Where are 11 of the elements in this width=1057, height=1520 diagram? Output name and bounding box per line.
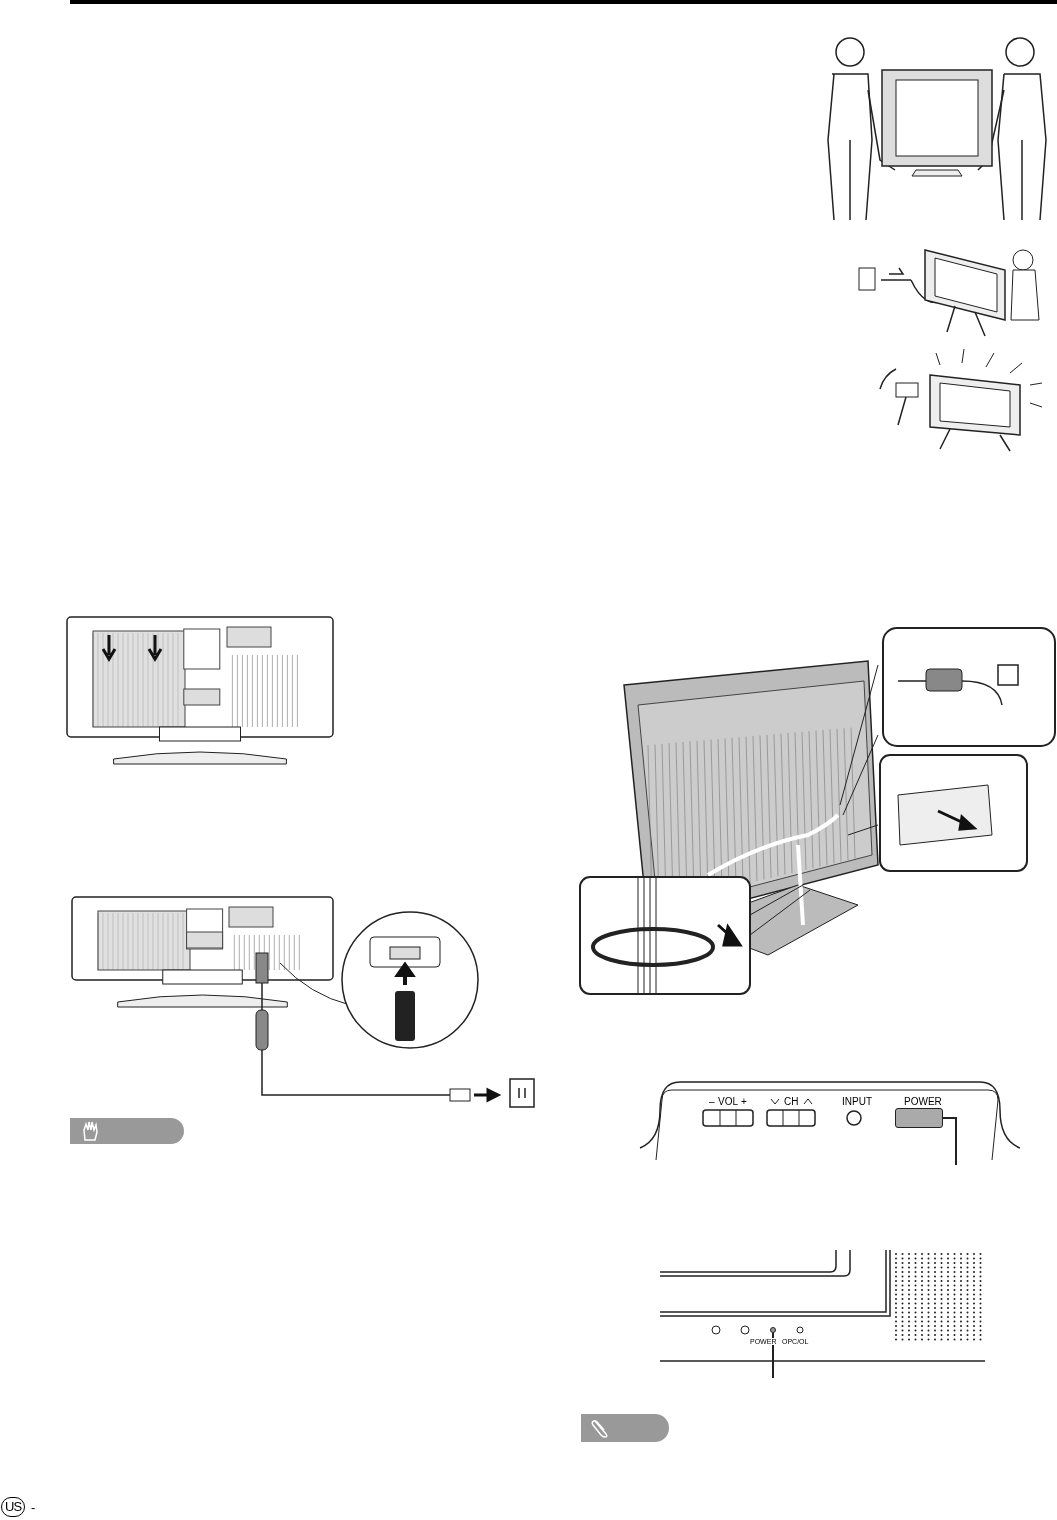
leader-line xyxy=(942,1117,957,1166)
power-indicator-light xyxy=(770,1327,776,1333)
channel-label: CH xyxy=(784,1097,799,1107)
leader-line xyxy=(772,1332,774,1379)
volume-label: VOL xyxy=(718,1097,738,1107)
input-label: INPUT xyxy=(842,1097,872,1107)
power-button xyxy=(895,1108,943,1128)
page-number-dash: - xyxy=(31,1500,36,1514)
plus-sign: + xyxy=(741,1097,747,1107)
power-label: POWER xyxy=(904,1097,942,1107)
minus-sign: – xyxy=(709,1097,715,1107)
